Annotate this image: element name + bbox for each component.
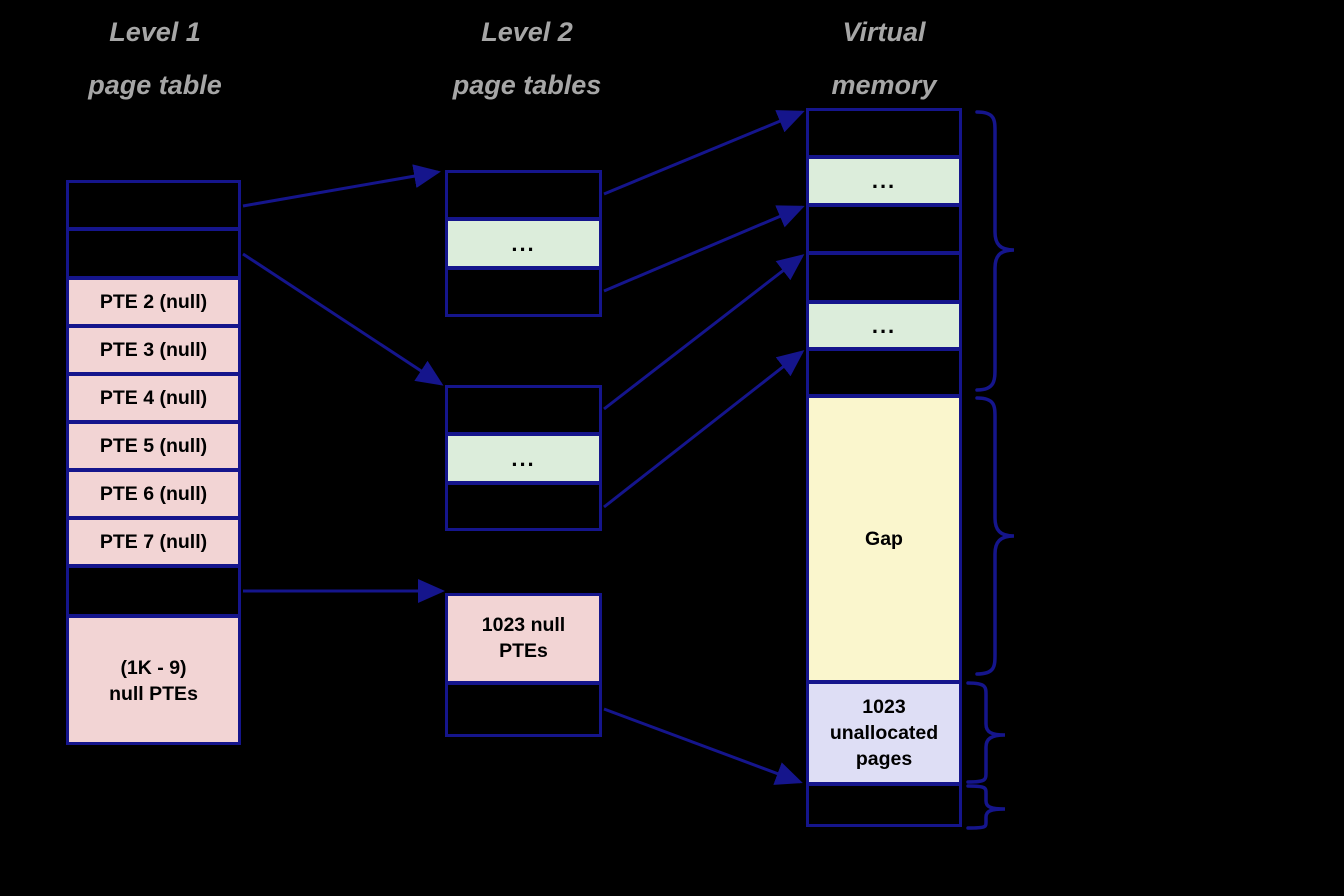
- l1-row-8[interactable]: [66, 566, 241, 616]
- vm-row-1[interactable]: ...: [806, 157, 962, 205]
- l2t2-row-0[interactable]: [445, 385, 602, 434]
- arrow-l2t3-row1-to-vm-row8: [603, 707, 803, 785]
- heading-level-1: Level 1 page table: [88, 17, 222, 100]
- brace-gap-region: [975, 396, 1015, 676]
- vm-row-4[interactable]: ...: [806, 302, 962, 349]
- vm-row-0[interactable]: [806, 108, 962, 157]
- l1-row-5[interactable]: PTE 5 (null): [66, 422, 241, 470]
- heading-virtual-memory: Virtual memory: [831, 17, 937, 100]
- l1-row-4[interactable]: PTE 4 (null): [66, 374, 241, 422]
- vm-row-unallocated[interactable]: 1023 unallocated pages: [806, 682, 962, 784]
- l2t3-row-1[interactable]: [445, 683, 602, 737]
- arrow-l1-row1-to-l2-table2: [242, 252, 444, 386]
- l2t2-row-1[interactable]: ...: [445, 434, 602, 483]
- l2t2-row-2[interactable]: [445, 483, 602, 531]
- arrow-l2t2-row2-to-vm-row5: [603, 350, 805, 509]
- vm-row-8[interactable]: [806, 784, 962, 827]
- l1-row-7[interactable]: PTE 7 (null): [66, 518, 241, 566]
- l1-row-9[interactable]: (1K - 9) null PTEs: [66, 616, 241, 745]
- vm-row-5[interactable]: [806, 349, 962, 396]
- l1-row-0[interactable]: [66, 180, 241, 229]
- l2t1-row-2[interactable]: [445, 268, 602, 317]
- l1-row-2[interactable]: PTE 2 (null): [66, 278, 241, 326]
- vm-row-2[interactable]: [806, 205, 962, 253]
- l2t1-row-1[interactable]: ...: [445, 219, 602, 268]
- vm-row-3[interactable]: [806, 253, 962, 302]
- heading-level-2: Level 2 page tables: [452, 17, 602, 100]
- vm-row-gap[interactable]: Gap: [806, 396, 962, 682]
- l2t1-row-0[interactable]: [445, 170, 602, 219]
- arrow-l1-row0-to-l2-table1: [242, 164, 441, 208]
- l1-row-1[interactable]: [66, 229, 241, 278]
- l1-row-3[interactable]: PTE 3 (null): [66, 326, 241, 374]
- brace-allocated-region: [975, 110, 1015, 392]
- brace-unallocated-pages: [966, 681, 1006, 784]
- arrow-l2t1-row2-to-vm-row2: [603, 205, 805, 293]
- arrow-l2t1-row0-to-vm-row0: [603, 110, 805, 196]
- arrow-l2t2-row0-to-vm-row3: [603, 254, 805, 411]
- l1-row-6[interactable]: PTE 6 (null): [66, 470, 241, 518]
- brace-bottom-region: [966, 784, 1006, 830]
- l2t3-row-0[interactable]: 1023 null PTEs: [445, 593, 602, 683]
